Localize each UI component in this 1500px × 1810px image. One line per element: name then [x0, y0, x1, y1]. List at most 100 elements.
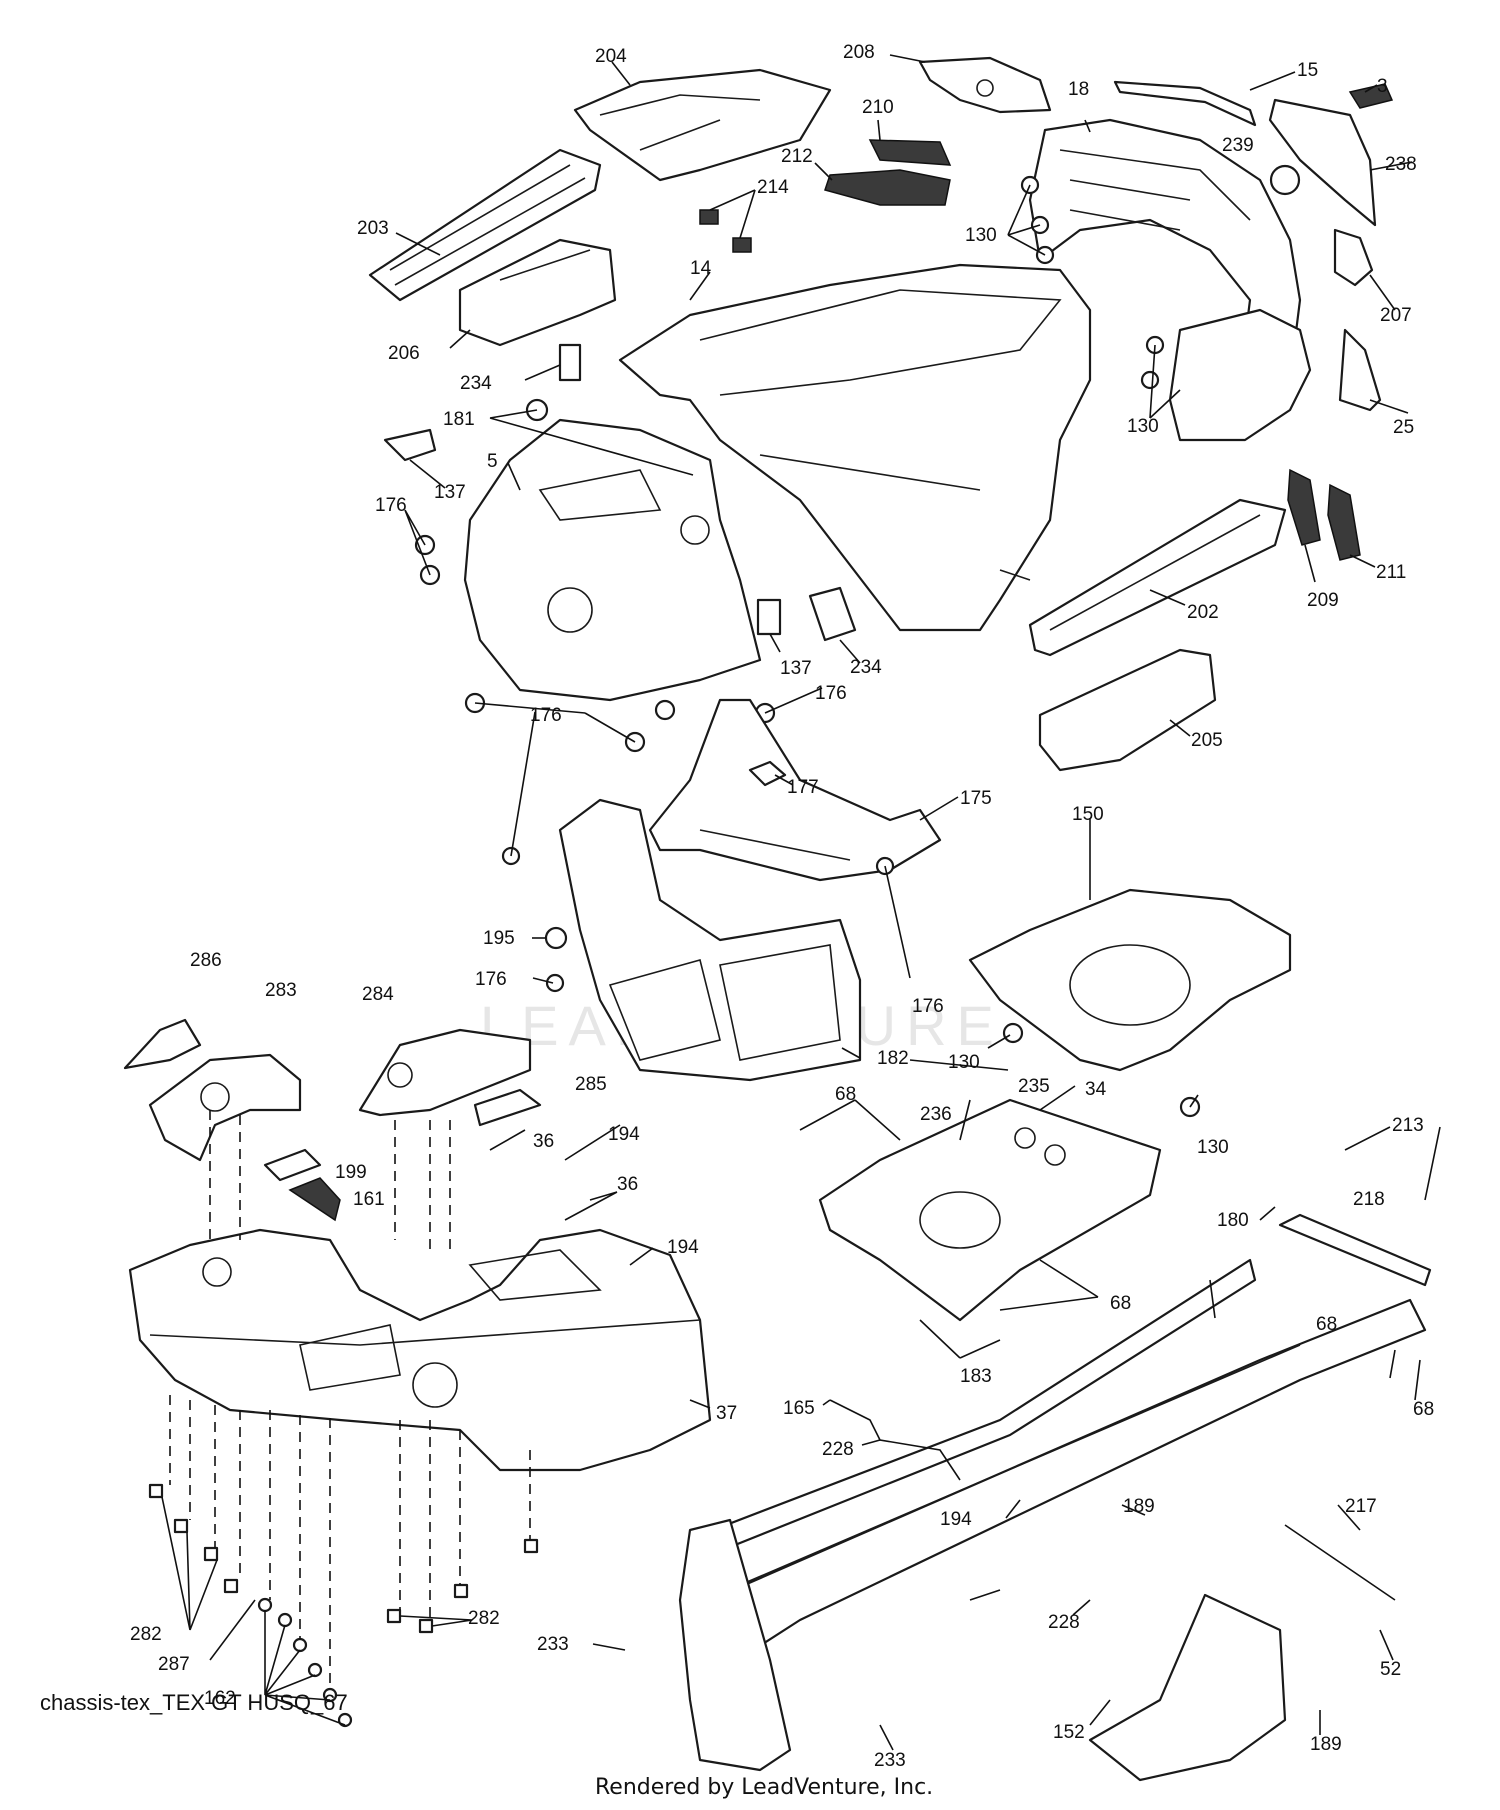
- part-211-screen[interactable]: [1327, 483, 1361, 561]
- callout-15[interactable]: 15: [1297, 60, 1318, 81]
- part-front-housing[interactable]: [1168, 308, 1312, 442]
- callout-233[interactable]: 233: [537, 1634, 569, 1655]
- callout-210[interactable]: 210: [862, 97, 894, 118]
- callout-180[interactable]: 180: [1217, 1210, 1249, 1231]
- callout-68[interactable]: 68: [1316, 1314, 1337, 1335]
- callout-204[interactable]: 204: [595, 46, 627, 67]
- part-15-trim[interactable]: [1113, 80, 1257, 127]
- callout-36[interactable]: 36: [617, 1174, 638, 1195]
- part-210-screen[interactable]: [868, 139, 952, 166]
- callout-165[interactable]: 165: [783, 1398, 815, 1419]
- callout-284[interactable]: 284: [362, 984, 394, 1005]
- part-25-corner-trim[interactable]: [1338, 328, 1382, 412]
- callout-194[interactable]: 194: [667, 1237, 699, 1258]
- callout-233[interactable]: 233: [874, 1750, 906, 1771]
- callout-177[interactable]: 177: [787, 777, 819, 798]
- part-239-knob[interactable]: [1269, 164, 1301, 196]
- callout-37[interactable]: 37: [716, 1403, 737, 1424]
- callout-194[interactable]: 194: [940, 1509, 972, 1530]
- fastener-162-screws[interactable]: [257, 1597, 353, 1728]
- part-150-floor-pan[interactable]: [968, 888, 1292, 1072]
- callout-228[interactable]: 228: [822, 1439, 854, 1460]
- part-204-hood-panel[interactable]: [573, 68, 832, 182]
- part-137-clip-a[interactable]: [383, 428, 437, 462]
- callout-176[interactable]: 176: [912, 996, 944, 1017]
- callout-213[interactable]: 213: [1392, 1115, 1424, 1136]
- part-205-cover[interactable]: [1038, 648, 1217, 772]
- callout-161[interactable]: 161: [353, 1189, 385, 1210]
- callout-234[interactable]: 234: [850, 657, 882, 678]
- callout-152[interactable]: 152: [1053, 1722, 1085, 1743]
- callout-176[interactable]: 176: [475, 969, 507, 990]
- callout-162[interactable]: 162: [204, 1688, 236, 1709]
- callout-130[interactable]: 130: [965, 225, 997, 246]
- callout-287[interactable]: 287: [158, 1654, 190, 1675]
- callout-236[interactable]: 236: [920, 1104, 952, 1125]
- callout-283[interactable]: 283: [265, 980, 297, 1001]
- callout-18[interactable]: 18: [1068, 79, 1089, 100]
- part-217-rod[interactable]: [1284, 1524, 1396, 1601]
- callout-175[interactable]: 175: [960, 788, 992, 809]
- callout-137[interactable]: 137: [780, 658, 812, 679]
- callout-206[interactable]: 206: [388, 343, 420, 364]
- callout-202[interactable]: 202: [1187, 602, 1219, 623]
- part-37-fender[interactable]: [128, 1228, 712, 1472]
- callout-282[interactable]: 282: [468, 1608, 500, 1629]
- callout-34[interactable]: 34: [1085, 1079, 1107, 1100]
- callout-217[interactable]: 217: [1345, 1496, 1377, 1517]
- part-frame-rear-bracket[interactable]: [678, 1518, 792, 1772]
- callout-137[interactable]: 137: [434, 482, 466, 503]
- callout-235[interactable]: 235: [1018, 1076, 1050, 1097]
- callout-203[interactable]: 203: [357, 218, 389, 239]
- callout-68[interactable]: 68: [835, 1084, 856, 1105]
- callout-195[interactable]: 195: [483, 928, 515, 949]
- callout-214[interactable]: 214: [757, 177, 789, 198]
- callout-238[interactable]: 238: [1385, 154, 1417, 175]
- callout-189[interactable]: 189: [1123, 1496, 1155, 1517]
- callout-150[interactable]: 150: [1072, 804, 1104, 825]
- part-177-clip[interactable]: [748, 760, 787, 787]
- part-199-bracket[interactable]: [263, 1148, 322, 1182]
- callout-181[interactable]: 181: [443, 409, 475, 430]
- bolt-176[interactable]: [545, 973, 565, 993]
- callout-183[interactable]: 183: [960, 1366, 992, 1387]
- part-212-screen[interactable]: [824, 169, 951, 206]
- callout-5[interactable]: 5: [487, 451, 498, 472]
- part-5-dashboard[interactable]: [463, 418, 762, 702]
- part-234-clip-a[interactable]: [558, 343, 582, 382]
- screw-130[interactable]: [1002, 1022, 1024, 1044]
- part-285-trim[interactable]: [473, 1088, 542, 1127]
- callout-209[interactable]: 209: [1307, 590, 1339, 611]
- part-209-screen[interactable]: [1287, 468, 1321, 546]
- callout-207[interactable]: 207: [1380, 305, 1412, 326]
- callout-130[interactable]: 130: [1197, 1137, 1229, 1158]
- part-14-hood[interactable]: [618, 263, 1092, 632]
- callout-194[interactable]: 194: [608, 1124, 640, 1145]
- part-284-cover[interactable]: [358, 1028, 532, 1117]
- callout-189[interactable]: 189: [1310, 1734, 1342, 1755]
- part-203-upper-grille[interactable]: [368, 148, 602, 302]
- part-238-side-panel[interactable]: [1268, 98, 1377, 227]
- callout-182[interactable]: 182: [877, 1048, 909, 1069]
- callout-218[interactable]: 218: [1353, 1189, 1385, 1210]
- callout-282[interactable]: 282: [130, 1624, 162, 1645]
- part-214-clip[interactable]: [699, 209, 719, 225]
- part-206-bracket[interactable]: [458, 238, 617, 347]
- callout-212[interactable]: 212: [781, 146, 813, 167]
- part-202-lower-grille[interactable]: [1028, 498, 1287, 657]
- callout-14[interactable]: 14: [690, 258, 712, 279]
- callout-130[interactable]: 130: [1127, 416, 1159, 437]
- callout-68[interactable]: 68: [1110, 1293, 1131, 1314]
- part-137-clip-b[interactable]: [756, 598, 782, 636]
- callout-228[interactable]: 228: [1048, 1612, 1080, 1633]
- fastener-282-clips[interactable]: [148, 1483, 539, 1634]
- part-34-mounting-plate[interactable]: [818, 1098, 1162, 1322]
- callout-3[interactable]: 3: [1377, 76, 1388, 97]
- callout-176[interactable]: 176: [815, 683, 847, 704]
- callout-176[interactable]: 176: [530, 705, 562, 726]
- callout-234[interactable]: 234: [460, 373, 492, 394]
- grommet-176[interactable]: [654, 699, 676, 721]
- callout-208[interactable]: 208: [843, 42, 875, 63]
- callout-176[interactable]: 176: [375, 495, 407, 516]
- callout-52[interactable]: 52: [1380, 1659, 1401, 1680]
